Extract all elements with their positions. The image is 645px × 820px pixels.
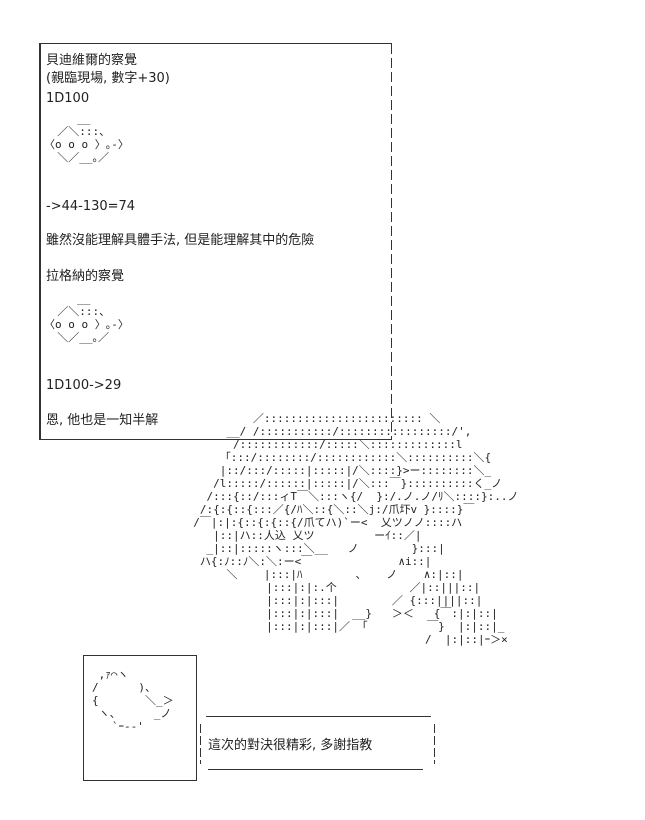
dice-art-1: __ ／＼:::、 〈o o o 〉｡-〉 ＼／__｡／ [44,112,129,164]
side-panel [83,655,197,781]
character-ascii-art: ／:::::::::::::::::::::::: ＼ __/ /:::::::… [193,412,519,646]
panel-line-3: 1D100 [46,91,90,106]
narration-panel [39,43,392,440]
panel-line-6: 拉格納的察覺 [46,269,125,284]
cloud-ascii-art: ,ｧ⌒ヽ / )、 { ＼_＞ ヽ、 _ノ `ｰ--' [92,668,174,733]
speech-bubble [196,716,439,772]
dice-art-2: __ ／＼:::、 〈o o o 〉｡-〉 ＼／__｡／ [44,292,129,344]
speech-text: 這次的對決很精彩, 多謝指教 [208,738,373,753]
panel-line-4: ->44-130=74 [46,199,136,214]
panel-line-8: 恩, 他也是一知半解 [46,413,159,428]
panel-line-7: 1D100->29 [46,378,122,393]
panel-line-1: 貝迪維爾的察覺 [46,53,138,68]
panel-line-2: (親臨現場, 數字+30) [46,71,170,86]
panel-line-5: 雖然沒能理解具體手法, 但是能理解其中的危險 [46,233,315,248]
